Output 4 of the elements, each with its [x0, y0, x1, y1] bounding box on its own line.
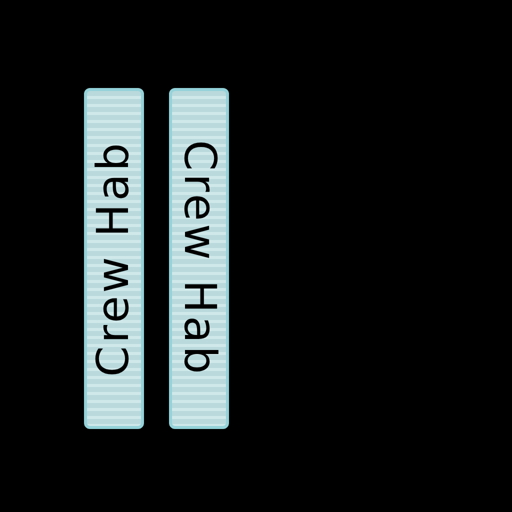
module-bar [169, 88, 229, 429]
module-bar [84, 88, 144, 429]
module-label: Crew Hab [92, 140, 136, 377]
module-label: Crew Hab [177, 140, 221, 377]
